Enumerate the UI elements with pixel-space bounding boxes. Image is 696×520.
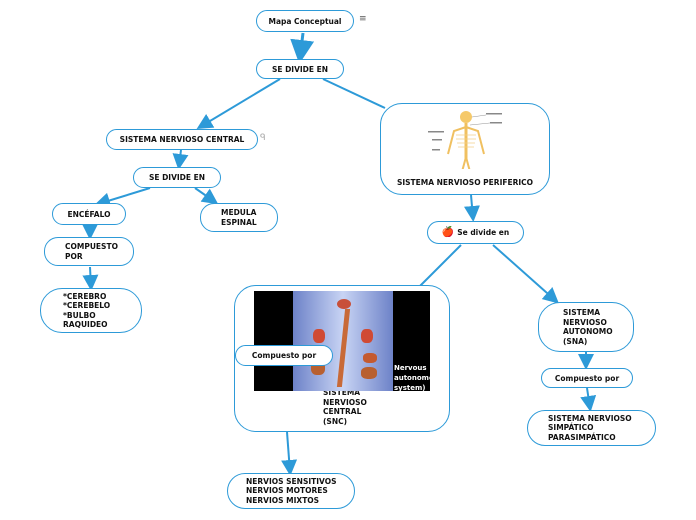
- note-icon[interactable]: ᑫ: [260, 133, 266, 143]
- apple-icon: 🍎: [441, 227, 455, 238]
- snp-node-label: SISTEMA NERVIOSO PERIFERICO: [396, 178, 534, 187]
- organ-diagram-panel: [293, 291, 393, 391]
- nervous-system-image: [428, 111, 502, 169]
- snc-node-label: SISTEMA NERVIOSO CENTRAL: [119, 135, 245, 144]
- snp-node[interactable]: SISTEMA NERVIOSO PERIFERICO: [380, 103, 550, 195]
- image-caption: Nervous autonomous system): [394, 364, 443, 392]
- encefalo-node[interactable]: ENCÉFALO: [52, 203, 126, 225]
- divide-node-2-label: SE DIVIDE EN: [148, 173, 206, 182]
- medula-node[interactable]: MEDULA ESPINAL: [200, 203, 278, 232]
- divide-node-1[interactable]: SE DIVIDE EN: [256, 59, 344, 79]
- compuesto-node-1-label: COMPUESTO POR: [65, 242, 118, 261]
- snc-node[interactable]: SISTEMA NERVIOSO CENTRAL: [106, 129, 258, 150]
- medula-node-label: MEDULA ESPINAL: [221, 208, 257, 227]
- nervios-node[interactable]: NERVIOS SENSITIVOS NERVIOS MOTORES NERVI…: [227, 473, 355, 509]
- compuesto-node-2[interactable]: Compuesto por: [235, 345, 333, 366]
- divide-node-3-label: Se divide en: [457, 228, 510, 237]
- sna-node-label: SISTEMA NERVIOSO AUTONOMO (SNA): [563, 308, 613, 346]
- compuesto-node-2-label: Compuesto por: [251, 351, 317, 360]
- organ-diagram-image: Nervous autonomous system): [254, 291, 443, 392]
- compuesto-node-3[interactable]: Compuesto por: [541, 368, 633, 388]
- encefalo-node-label: ENCÉFALO: [67, 209, 111, 219]
- simpatico-node-label: SISTEMA NERVIOSO SIMPÁTICO PARASIMPÁTICO: [548, 413, 632, 442]
- cerebro-node[interactable]: *CEREBRO *CEREBELO *BULBO RAQUIDEO: [40, 288, 142, 333]
- divide-node-3[interactable]: 🍎 Se divide en: [427, 221, 524, 244]
- compuesto-node-3-label: Compuesto por: [554, 373, 620, 383]
- root-node-label: Mapa Conceptual: [268, 16, 342, 26]
- snc-image-node-label: SISTEMA NERVIOSO CENTRAL (SNC): [323, 388, 367, 426]
- menu-icon[interactable]: ≡: [359, 14, 367, 24]
- nervios-node-label: NERVIOS SENSITIVOS NERVIOS MOTORES NERVI…: [246, 476, 337, 505]
- root-node[interactable]: Mapa Conceptual: [256, 10, 354, 32]
- simpatico-node[interactable]: SISTEMA NERVIOSO SIMPÁTICO PARASIMPÁTICO: [527, 410, 656, 446]
- sna-node[interactable]: SISTEMA NERVIOSO AUTONOMO (SNA): [538, 302, 634, 352]
- cerebro-node-label: *CEREBRO *CEREBELO *BULBO RAQUIDEO: [63, 291, 111, 330]
- divide-node-2[interactable]: SE DIVIDE EN: [133, 167, 221, 188]
- compuesto-node-1[interactable]: COMPUESTO POR: [44, 237, 134, 266]
- divide-node-1-label: SE DIVIDE EN: [271, 64, 329, 74]
